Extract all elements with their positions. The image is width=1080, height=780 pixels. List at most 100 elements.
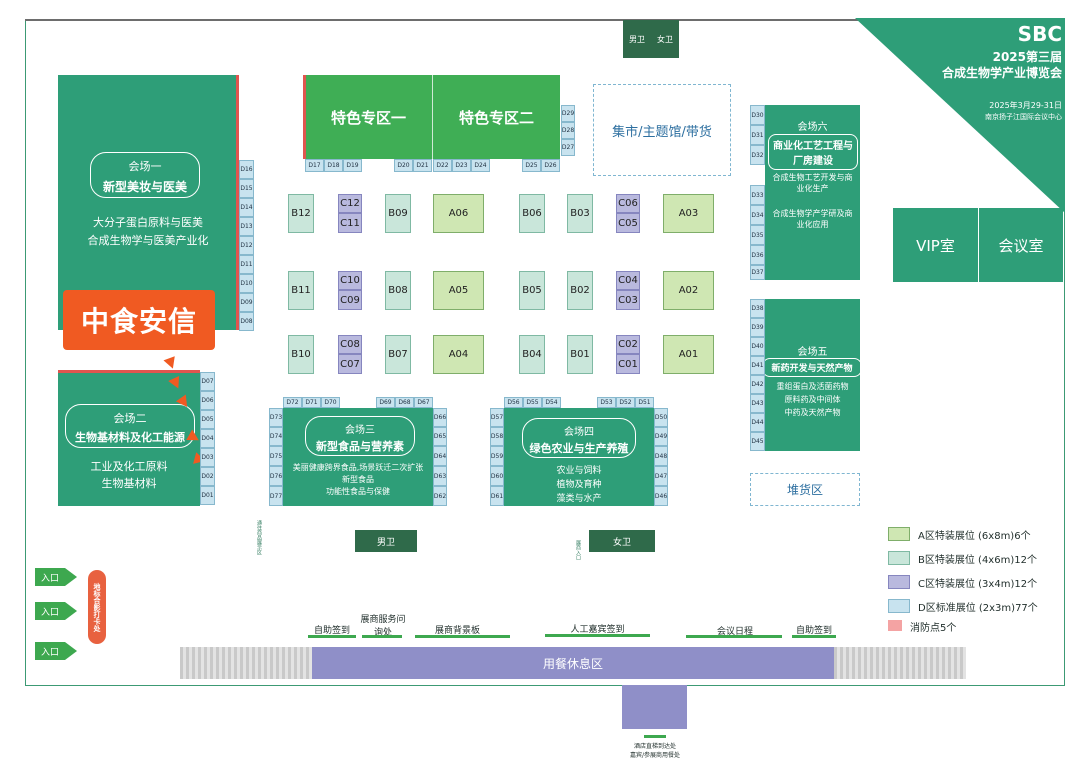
booth-d16[interactable]: D16 bbox=[239, 160, 254, 179]
booth-c11[interactable]: C11 bbox=[338, 213, 362, 233]
booth-d15[interactable]: D15 bbox=[239, 179, 254, 198]
booth-d02[interactable]: D02 bbox=[200, 467, 215, 486]
booth-d06[interactable]: D06 bbox=[200, 391, 215, 410]
booth-d49[interactable]: D49 bbox=[654, 427, 668, 446]
booth-c08[interactable]: C08 bbox=[338, 335, 362, 354]
booth-d31[interactable]: D31 bbox=[750, 125, 765, 145]
booth-c12[interactable]: C12 bbox=[338, 194, 362, 213]
booth-d58[interactable]: D58 bbox=[490, 427, 504, 446]
booth-c04[interactable]: C04 bbox=[616, 271, 640, 290]
booth-d03[interactable]: D03 bbox=[200, 448, 215, 467]
booth-d54[interactable]: D54 bbox=[542, 397, 561, 408]
booth-b09[interactable]: B09 bbox=[385, 194, 411, 233]
booth-a05[interactable]: A05 bbox=[433, 271, 484, 310]
booth-d33[interactable]: D33 bbox=[750, 185, 765, 205]
service-vip-checkin[interactable]: 人工嘉宾签到 bbox=[570, 625, 625, 635]
booth-d50[interactable]: D50 bbox=[654, 408, 668, 427]
booth-d40[interactable]: D40 bbox=[750, 337, 765, 356]
booth-c06[interactable]: C06 bbox=[616, 194, 640, 213]
booth-d51[interactable]: D51 bbox=[635, 397, 654, 408]
booth-d20[interactable]: D20 bbox=[394, 159, 413, 172]
booth-d46[interactable]: D46 bbox=[654, 486, 668, 506]
booth-d26[interactable]: D26 bbox=[541, 159, 560, 172]
booth-d43[interactable]: D43 bbox=[750, 394, 765, 413]
booth-b08[interactable]: B08 bbox=[385, 271, 411, 310]
entrance-2[interactable]: 入口 bbox=[35, 602, 77, 620]
service-info-desk[interactable]: 展商服务问询处 bbox=[360, 615, 406, 638]
booth-d64[interactable]: D64 bbox=[433, 446, 447, 466]
booth-b12[interactable]: B12 bbox=[288, 194, 314, 233]
booth-a01[interactable]: A01 bbox=[663, 335, 714, 374]
booth-d48[interactable]: D48 bbox=[654, 446, 668, 466]
meeting-room[interactable]: 会议室 bbox=[979, 208, 1063, 282]
booth-b11[interactable]: B11 bbox=[288, 271, 314, 310]
booth-d11[interactable]: D11 bbox=[239, 255, 254, 274]
booth-b04[interactable]: B04 bbox=[519, 335, 545, 374]
booth-c05[interactable]: C05 bbox=[616, 213, 640, 233]
booth-d34[interactable]: D34 bbox=[750, 205, 765, 225]
booth-d37[interactable]: D37 bbox=[750, 265, 765, 280]
booth-d39[interactable]: D39 bbox=[750, 318, 765, 337]
booth-d28[interactable]: D28 bbox=[561, 122, 575, 139]
booth-d41[interactable]: D41 bbox=[750, 356, 765, 375]
booth-d75[interactable]: D75 bbox=[269, 446, 283, 466]
booth-b02[interactable]: B02 bbox=[567, 271, 593, 310]
booth-d47[interactable]: D47 bbox=[654, 466, 668, 486]
booth-d12[interactable]: D12 bbox=[239, 236, 254, 255]
booth-c09[interactable]: C09 bbox=[338, 290, 362, 310]
service-self-checkin-1[interactable]: 自助签到 bbox=[313, 626, 350, 636]
booth-d32[interactable]: D32 bbox=[750, 145, 765, 165]
booth-d27[interactable]: D27 bbox=[561, 139, 575, 156]
booth-d21[interactable]: D21 bbox=[413, 159, 432, 172]
booth-c02[interactable]: C02 bbox=[616, 335, 640, 354]
booth-d67[interactable]: D67 bbox=[414, 397, 433, 408]
booth-d19[interactable]: D19 bbox=[343, 159, 362, 172]
booth-d70[interactable]: D70 bbox=[321, 397, 340, 408]
booth-d38[interactable]: D38 bbox=[750, 299, 765, 318]
booth-d73[interactable]: D73 bbox=[269, 408, 283, 427]
booth-d17[interactable]: D17 bbox=[305, 159, 324, 172]
booth-b10[interactable]: B10 bbox=[288, 335, 314, 374]
booth-b07[interactable]: B07 bbox=[385, 335, 411, 374]
booth-d69[interactable]: D69 bbox=[376, 397, 395, 408]
booth-d14[interactable]: D14 bbox=[239, 198, 254, 217]
booth-d01[interactable]: D01 bbox=[200, 486, 215, 505]
booth-d05[interactable]: D05 bbox=[200, 410, 215, 429]
booth-d61[interactable]: D61 bbox=[490, 486, 504, 506]
booth-c10[interactable]: C10 bbox=[338, 271, 362, 290]
booth-d04[interactable]: D04 bbox=[200, 429, 215, 448]
booth-b05[interactable]: B05 bbox=[519, 271, 545, 310]
booth-d56[interactable]: D56 bbox=[504, 397, 523, 408]
booth-c07[interactable]: C07 bbox=[338, 354, 362, 374]
booth-d60[interactable]: D60 bbox=[490, 466, 504, 486]
booth-d72[interactable]: D72 bbox=[283, 397, 302, 408]
booth-d68[interactable]: D68 bbox=[395, 397, 414, 408]
service-agenda[interactable]: 会议日程 bbox=[716, 627, 753, 637]
booth-d10[interactable]: D10 bbox=[239, 274, 254, 293]
booth-d55[interactable]: D55 bbox=[523, 397, 542, 408]
booth-d45[interactable]: D45 bbox=[750, 432, 765, 451]
booth-d66[interactable]: D66 bbox=[433, 408, 447, 427]
booth-d44[interactable]: D44 bbox=[750, 413, 765, 432]
booth-d25[interactable]: D25 bbox=[522, 159, 541, 172]
booth-d74[interactable]: D74 bbox=[269, 427, 283, 446]
booth-a03[interactable]: A03 bbox=[663, 194, 714, 233]
booth-d65[interactable]: D65 bbox=[433, 427, 447, 446]
booth-d36[interactable]: D36 bbox=[750, 245, 765, 265]
service-backdrop[interactable]: 展商背景板 bbox=[434, 626, 480, 636]
vip-room[interactable]: VIP室 bbox=[893, 208, 978, 282]
booth-d07[interactable]: D07 bbox=[200, 372, 215, 391]
booth-d63[interactable]: D63 bbox=[433, 466, 447, 486]
booth-d29[interactable]: D29 bbox=[561, 105, 575, 122]
booth-d62[interactable]: D62 bbox=[433, 486, 447, 506]
booth-d76[interactable]: D76 bbox=[269, 466, 283, 486]
booth-d24[interactable]: D24 bbox=[471, 159, 490, 172]
booth-d53[interactable]: D53 bbox=[597, 397, 616, 408]
booth-c01[interactable]: C01 bbox=[616, 354, 640, 374]
booth-b06[interactable]: B06 bbox=[519, 194, 545, 233]
booth-a02[interactable]: A02 bbox=[663, 271, 714, 310]
booth-c03[interactable]: C03 bbox=[616, 290, 640, 310]
booth-d09[interactable]: D09 bbox=[239, 293, 254, 312]
booth-d13[interactable]: D13 bbox=[239, 217, 254, 236]
booth-d59[interactable]: D59 bbox=[490, 446, 504, 466]
